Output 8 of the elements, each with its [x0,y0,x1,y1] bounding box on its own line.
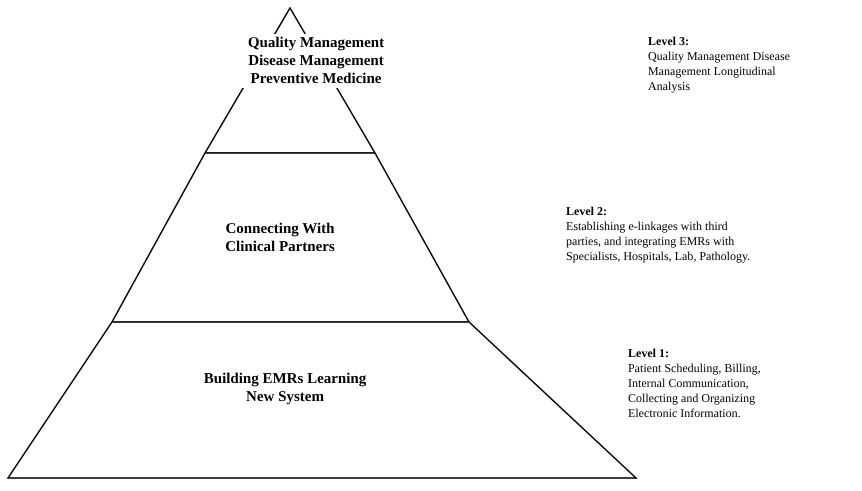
level-heading: Level 1: [628,346,670,360]
level-text: Connecting With Clinical Partners [224,220,336,256]
level-description: Establishing e-linkages with third parties, and integrating EMRs with Specialists, Hospitals, Lab, Pathology. [566,219,752,264]
level-description: Quality Management Disease Management Longitudinal Analysis [648,49,791,94]
level-text: Building EMRs Learning New System [202,370,368,406]
level-description: Patient Scheduling, Billing, Internal Communication, Collecting and Organizing Electronic Information. [628,361,762,421]
level-heading: Level 2: [566,204,608,218]
level-heading: Level 3: [648,34,690,48]
